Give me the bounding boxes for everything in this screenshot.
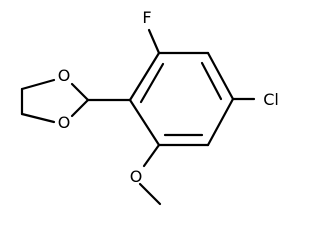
- ch2-oxygen-bottom-bond: [20, 112, 56, 124]
- dioxolane-ring: [20, 78, 132, 124]
- ring-bond-c6-c1: [128, 98, 161, 147]
- molecule-structure-diagram: F Cl O O O: [20, 8, 279, 206]
- methoxy-oxygen-label: O: [130, 167, 143, 186]
- chlorine-atom-label: Cl: [263, 90, 279, 109]
- ring-bond-c4-c5: [206, 97, 235, 147]
- dioxolane-oxygen-top-label: O: [58, 66, 71, 85]
- dioxolane-oxygen-bottom-label: O: [58, 113, 71, 132]
- acetal-bond-top: [70, 82, 90, 102]
- ring-double-bond-inner-2: [200, 61, 223, 101]
- acetal-bond-bottom: [70, 98, 90, 118]
- methyl-bond: [138, 182, 162, 206]
- ring-double-bond-inner-1: [139, 62, 165, 104]
- ring-bond-c1-c2: [128, 51, 161, 102]
- methoxy-oxygen-bond: [142, 143, 161, 168]
- benzene-ring: [128, 51, 235, 147]
- oxygen-top-ch2-bond: [20, 78, 56, 91]
- fluorine-atom-label: F: [142, 8, 151, 27]
- fluorine-bond: [147, 28, 161, 55]
- ring-bond-c3-c4: [206, 51, 235, 101]
